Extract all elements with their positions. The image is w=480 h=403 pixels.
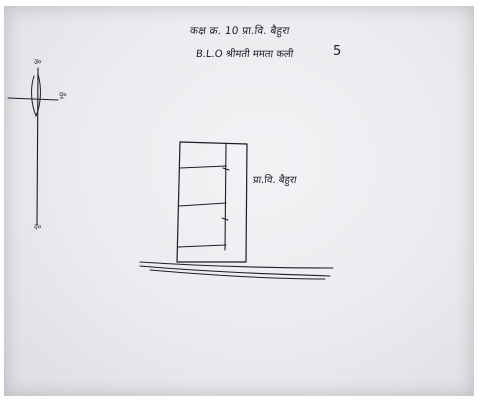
compass-south-label: द० bbox=[33, 223, 42, 231]
road-line bbox=[139, 265, 331, 277]
building-inner-column bbox=[224, 143, 227, 251]
building-floor-line bbox=[177, 244, 227, 248]
header-room-school: कक्ष क्र. 10 प्रा.वि. बैहुरा bbox=[189, 25, 291, 37]
compass-arrow-loop bbox=[31, 73, 41, 117]
building-floor-line bbox=[179, 165, 227, 169]
compass-horizontal-line bbox=[7, 97, 59, 101]
building-tick bbox=[222, 167, 230, 171]
building-tick bbox=[221, 217, 229, 221]
road-line bbox=[149, 269, 326, 280]
page-number: 5 bbox=[333, 44, 342, 59]
road-line bbox=[139, 261, 334, 269]
header-blo-name: B.L.O श्रीमती ममता कली bbox=[195, 49, 294, 60]
building-label: प्रा.वि. बैहुरा bbox=[252, 175, 298, 186]
compass-north-label: उ० bbox=[33, 58, 42, 66]
compass-vertical-line bbox=[36, 67, 39, 226]
building-floor-line bbox=[178, 202, 227, 207]
compass-east-label: पू० bbox=[58, 91, 68, 99]
paper-sheet bbox=[4, 6, 474, 396]
building-outline bbox=[176, 141, 248, 263]
